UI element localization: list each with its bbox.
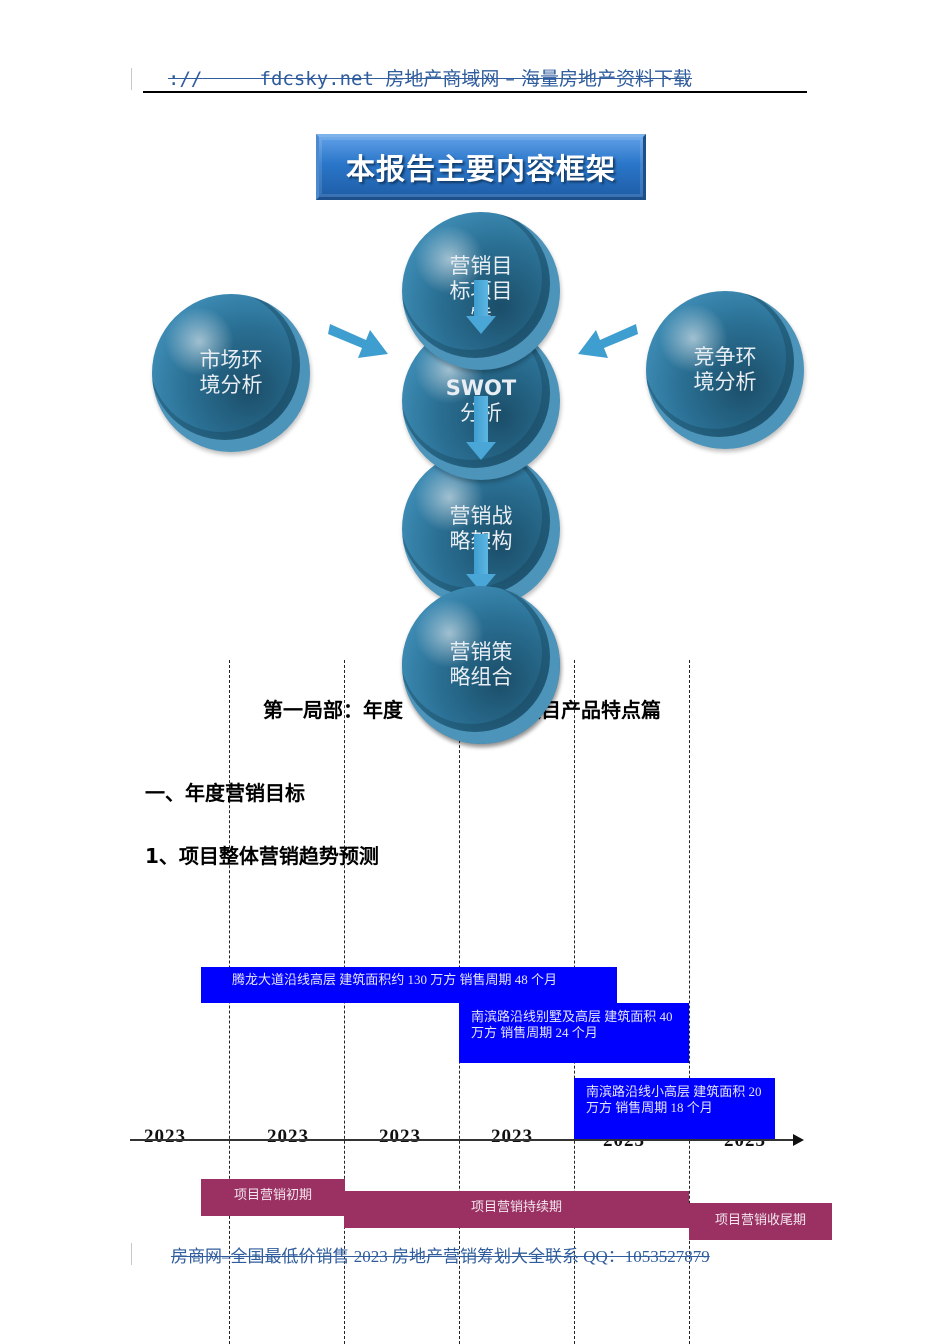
phase-label-initial: 项目营销初期 xyxy=(233,1188,312,1203)
header-url-fragment: :// xyxy=(168,68,203,90)
arrow-down-icon xyxy=(466,534,496,592)
heading-annual-target: 一、年度营销目标 xyxy=(145,781,305,805)
orb-competition-environment: 竞争环境分析 xyxy=(646,291,804,449)
header-divider xyxy=(143,91,807,93)
arrow-left-down-icon xyxy=(578,324,638,358)
phase-bar-closing: 项目营销收尾期 xyxy=(689,1203,832,1240)
project-label-nanbin-midrise-cover: 南滨路沿线小高层 建筑面积 20 万方 销售周期 18 个月 xyxy=(586,1084,762,1115)
orb-label-market: 市场环境分析 xyxy=(199,348,263,397)
orb-marketing-tactics-overlay: 营销策略组合 xyxy=(402,586,560,744)
footer-margin-mark xyxy=(131,1243,132,1265)
header-margin-mark xyxy=(131,68,132,90)
project-bar-tenglong: 腾龙大道沿线高层 建筑面积约 130 万方 销售周期 48 个月 xyxy=(201,967,617,1003)
heading-sales-trend: 1、项目整体营销趋势预测 xyxy=(145,844,379,868)
phase-bar-continuing: 项目营销持续期 xyxy=(344,1191,689,1228)
project-bar-nanbin-midrise-cover: 南滨路沿线小高层 建筑面积 20 万方 销售周期 18 个月 xyxy=(574,1078,775,1140)
year-label: 2023 xyxy=(379,1126,421,1147)
arrow-down-icon xyxy=(466,280,496,334)
year-label: 2023 xyxy=(267,1126,309,1147)
project-label-tenglong: 腾龙大道沿线高层 建筑面积约 130 万方 销售周期 48 个月 xyxy=(232,972,558,987)
page-header[interactable]: :// fdcsky.net 房地产商域网 – 海量房地产资料下载 xyxy=(168,66,808,92)
arrow-right-down-icon xyxy=(328,324,388,358)
header-tagline: 房地产商域网 – 海量房地产资料下载 xyxy=(385,68,692,90)
orb-label-tactics-overlay: 营销策略组合 xyxy=(449,640,513,689)
year-label: 2023 xyxy=(491,1126,533,1147)
orb-label-competition: 竞争环境分析 xyxy=(693,345,757,394)
arrow-down-icon xyxy=(466,396,496,460)
project-bar-nanbin-villa: 南滨路沿线别墅及高层 建筑面积 40 万方 销售周期 24 个月 xyxy=(459,1003,689,1063)
framework-title-box: 本报告主要内容框架 xyxy=(316,134,646,200)
framework-title: 本报告主要内容框架 xyxy=(345,152,616,186)
timeline-gridline xyxy=(689,660,690,1344)
axis-arrow-icon xyxy=(793,1134,804,1146)
header-domain[interactable]: fdcsky.net xyxy=(259,68,374,90)
phase-label-continuing: 项目营销持续期 xyxy=(470,1200,562,1215)
timeline-axis xyxy=(130,1139,795,1141)
orb-market-environment: 市场环境分析 xyxy=(152,294,310,452)
project-label-nanbin-villa: 南滨路沿线别墅及高层 建筑面积 40 万方 销售周期 24 个月 xyxy=(471,1009,673,1040)
phase-label-closing: 项目营销收尾期 xyxy=(714,1213,806,1228)
phase-bar-initial: 项目营销初期 xyxy=(201,1179,345,1216)
page-footer[interactable]: 房商网–全国最低价销售 2023 房地产营销筹划大全联系 QQ：10535278… xyxy=(171,1247,710,1266)
year-label: 2023 xyxy=(144,1126,186,1147)
part-title-left: 第一局部：年度 xyxy=(263,698,403,722)
